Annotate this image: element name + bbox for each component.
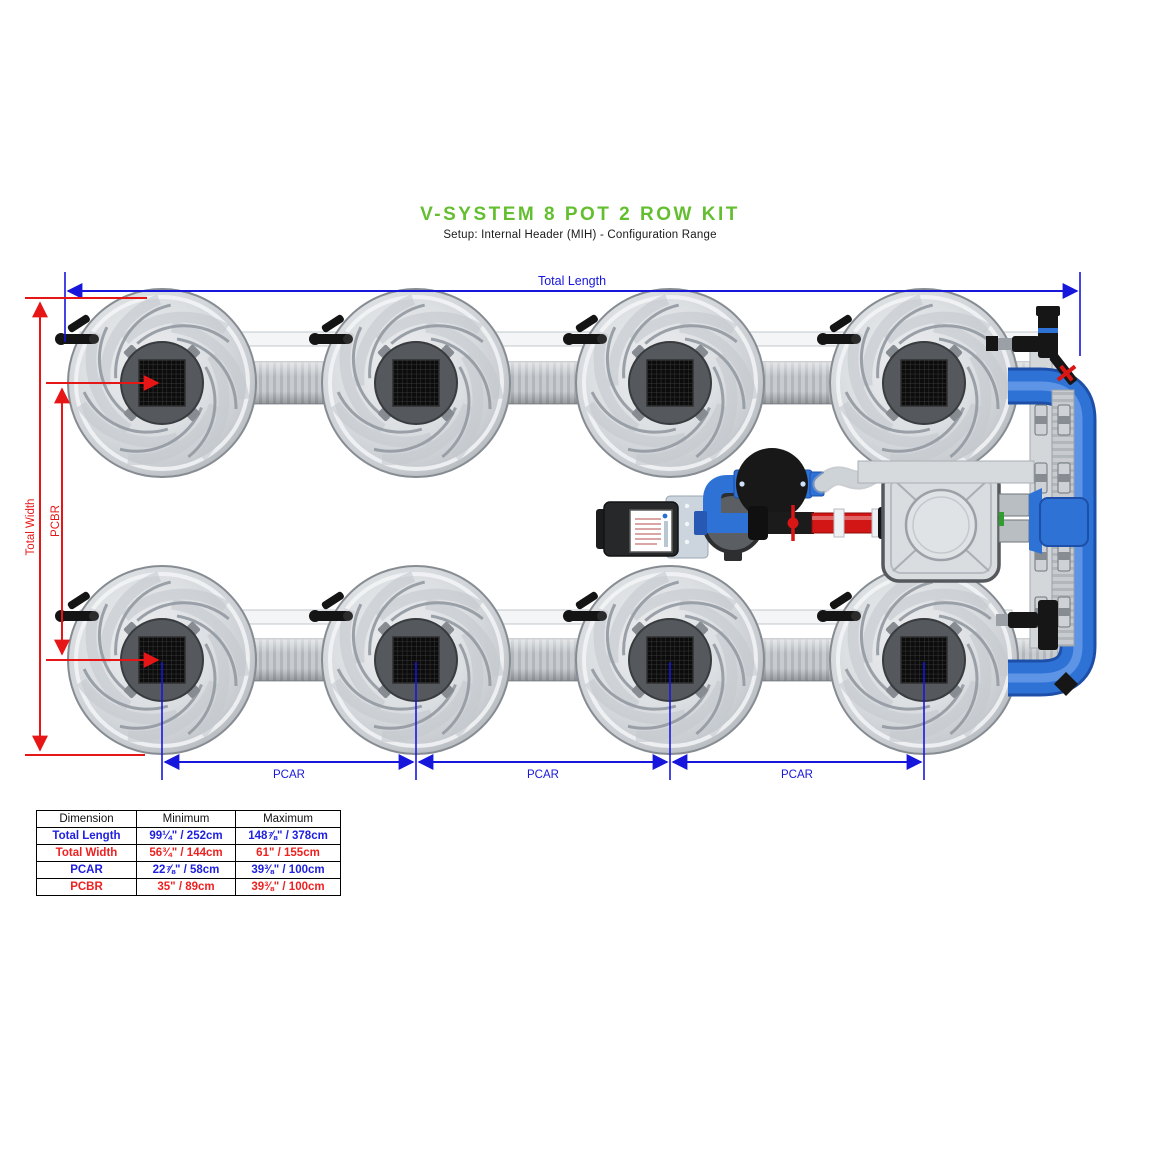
table-header-row: Dimension Minimum Maximum [36,810,341,828]
pot-1-4 [826,284,1019,477]
table-row: PCBR 35" / 89cm 39⅜" / 100cm [36,878,341,896]
pcar-label-3: PCAR [781,769,813,781]
tank-lid [904,488,978,562]
filter-body [736,448,808,520]
table-row: Total Width 56¾" / 144cm 61" / 155cm [36,844,341,862]
dimension-pcar: PCAR PCAR PCAR [161,662,925,781]
row-total-length-max: 148⅞" / 378cm [235,827,341,845]
pcbr-label: PCBR [50,505,62,537]
pot-2-2 [318,561,511,754]
header-minimum: Minimum [136,810,236,828]
row-pcbr-min: 35" / 89cm [136,878,236,896]
pot-1-3 [572,284,765,477]
bottom-right-tee [996,600,1079,697]
pot-2-4 [826,561,1019,754]
total-length-label: Total Length [538,274,606,288]
title-block: V-SYSTEM 8 POT 2 ROW KIT Setup: Internal… [0,204,1160,241]
row-pcar-name: PCAR [36,861,137,879]
table-row: PCAR 22⅞" / 58cm 39⅜" / 100cm [36,861,341,879]
row-total-length-min: 99¼" / 252cm [136,827,236,845]
drain-fitting-icon [1053,671,1079,697]
row-pcbr-name: PCBR [36,878,137,896]
return-pipe [812,460,1035,494]
inline-filter [733,448,825,520]
dimension-pcbr: PCBR [46,375,160,668]
row-total-width-max: 61" / 155cm [235,844,341,862]
pump-riser-pipe [703,475,746,528]
feed-line-black-red [748,505,894,541]
pot-2-3 [572,561,765,754]
dimension-total-length: Total Length [64,272,1081,356]
row-pcar-min: 22⅞" / 58cm [136,861,236,879]
page-subtitle: Setup: Internal Header (MIH) - Configura… [443,229,717,241]
header-maximum: Maximum [235,810,341,828]
total-width-label: Total Width [25,499,37,556]
row-pcbr-max: 39⅜" / 100cm [235,878,341,896]
dimensions-table: Dimension Minimum Maximum Total Length 9… [36,810,341,896]
pot-2-1 [64,561,257,754]
blue-loop-pipe [1008,367,1097,697]
row-total-length-name: Total Length [36,827,137,845]
air-valve [1049,353,1077,385]
row-total-width-name: Total Width [36,844,137,862]
table-row: Total Length 99¼" / 252cm 148⅞" / 378cm [36,827,341,845]
pot-1-2 [318,284,511,477]
row-total-width-min: 56¾" / 144cm [136,844,236,862]
page-title: V-SYSTEM 8 POT 2 ROW KIT [420,204,740,225]
pcar-label-1: PCAR [273,769,305,781]
tank-to-loop-tee [1029,488,1089,554]
pot-1-1 [64,284,257,477]
reservoir-tank [881,467,1030,583]
top-right-tee [986,306,1060,358]
row-pcar-max: 39⅜" / 100cm [235,861,341,879]
dimension-total-width: Total Width [25,297,147,756]
pcar-label-2: PCAR [527,769,559,781]
header-dimension: Dimension [36,810,137,828]
